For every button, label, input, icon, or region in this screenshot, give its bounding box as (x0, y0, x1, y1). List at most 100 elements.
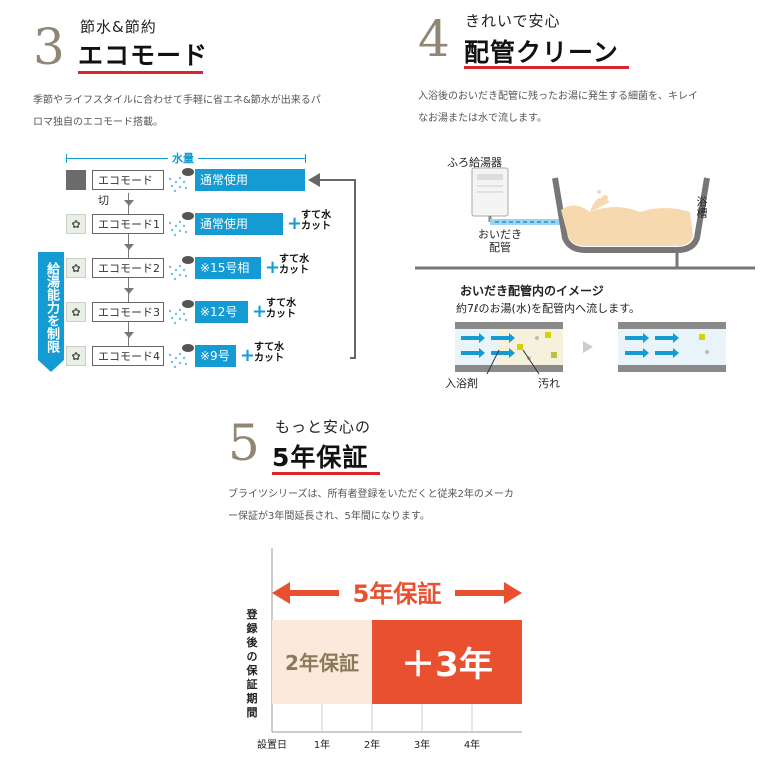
y-axis-label-char: の (247, 650, 258, 663)
section3-underline (78, 71, 203, 74)
plus-icon: + (287, 213, 303, 234)
section4-desc-line1: 入浴後のおいだき配管に残ったお湯に発生する細菌を、キレイ (418, 91, 698, 102)
x-tick-label: 2年 (364, 738, 380, 751)
water-amount-label: 水量 (168, 150, 198, 166)
warranty-segment-label-2: ＋3年 (401, 645, 493, 685)
section3-desc-line1: 季節やライフスタイルに合わせて手軽に省エネ&節水が出来るパ (33, 95, 321, 106)
shower-icon (168, 212, 194, 237)
flow-arrow (124, 332, 134, 338)
section5-number: 5 (228, 414, 260, 472)
warranty-title: 5年保証 (353, 580, 442, 608)
water-cut-line1: すて水 (279, 254, 310, 265)
side-label-text: 給湯能力を制限 (44, 261, 59, 353)
section5-desc-line2: ー保証が3年間延長され、5年間になります。 (228, 511, 430, 522)
section5-description: ブライツシリーズは、所有者登録をいただくと従来2年のメーカ ー保証が3年間延長さ… (228, 484, 568, 528)
section5-underline (272, 472, 380, 475)
water-cut-line2: カット (266, 309, 296, 320)
tub-label: 浴槽 (695, 196, 708, 218)
water-cut-label: すて水カット (279, 254, 309, 276)
section4-subtitle: きれいで安心 (465, 12, 561, 30)
pipe-image-title: おいだき配管内のイメージ (460, 284, 604, 298)
bath-illustration (415, 167, 755, 270)
x-tick-label: 設置日 (257, 738, 287, 751)
flow-arrow (124, 200, 134, 206)
shower-icon (168, 168, 194, 193)
plus-icon: + (265, 257, 281, 278)
pipe-image-desc: 約7ℓのお湯(水)を配管内へ流します。 (456, 302, 641, 315)
warranty-arrow-right (504, 582, 522, 604)
water-amount-tick-right (305, 154, 306, 163)
x-tick-label: 3年 (414, 738, 430, 751)
shower-icon (168, 256, 194, 281)
water-amount-tick-left (66, 154, 67, 163)
water-cut-line2: カット (279, 265, 309, 276)
y-axis-label-char: 録 (247, 621, 259, 635)
warranty-segment-1 (272, 620, 372, 704)
water-cut-line2: カット (301, 221, 331, 232)
section3-number: 3 (33, 18, 65, 76)
section3-subtitle: 節水&節約 (80, 18, 157, 36)
warranty-segment-2 (372, 620, 522, 704)
fan-icon: ✿ (66, 258, 86, 278)
plus-icon: + (252, 301, 268, 322)
shower-icon (168, 300, 194, 325)
water-cut-label: すて水カット (301, 210, 331, 232)
fan-icon: ✿ (66, 214, 86, 234)
water-cut-line2: カット (254, 353, 284, 364)
warranty-title-bg (339, 577, 455, 609)
section4-underline (464, 66, 629, 69)
return-arrow (308, 173, 356, 359)
section5-title: 5年保証 (272, 443, 369, 472)
fan-icon: ✿ (66, 302, 86, 322)
y-axis-label-char: 後 (247, 635, 259, 649)
water-cut-label: すて水カット (266, 298, 296, 320)
water-cut-line1: すて水 (254, 342, 285, 353)
water-amount-bar: 通常使用 (195, 213, 283, 235)
heater-label: ふろ給湯器 (447, 156, 502, 169)
eco-mode-label: エコモード切 (92, 170, 164, 207)
warranty-arrow-left (272, 582, 290, 604)
x-tick-label: 4年 (464, 738, 480, 751)
y-axis-label-char: 登 (246, 607, 259, 621)
pipe-cross-section (455, 322, 726, 375)
pipe-label-line2: 配管 (489, 241, 511, 254)
y-axis-label-char: 間 (247, 706, 258, 719)
water-amount-bar: ※15号相当 (195, 257, 261, 297)
bath-agent-label: 入浴剤 (445, 377, 478, 390)
eco-mode-label: エコモード4 (92, 346, 164, 366)
water-amount-bar: ※12号相当 (195, 301, 248, 341)
water-cut-line1: すて水 (301, 210, 332, 221)
plus-icon: + (240, 345, 256, 366)
flow-arrow (124, 244, 134, 250)
dirt-label: 汚れ (538, 377, 560, 390)
shower-icon (168, 344, 194, 369)
section3-desc-line2: ロマ独自のエコモード搭載。 (33, 117, 163, 128)
eco-mode-label: エコモード3 (92, 302, 164, 322)
section4-number: 4 (418, 10, 450, 68)
warranty-segment-label-1: 2年保証 (285, 651, 359, 675)
water-cut-label: すて水カット (254, 342, 284, 364)
water-amount-bar: ※9号相当 (195, 345, 236, 385)
section4-desc-line2: なお湯または水で流します。 (418, 113, 547, 124)
section3-description: 季節やライフスタイルに合わせて手軽に省エネ&節水が出来るパ ロマ独自のエコモード… (33, 90, 393, 134)
fan-icon: ✿ (66, 346, 86, 366)
section5-desc-line1: ブライツシリーズは、所有者登録をいただくと従来2年のメーカ (228, 489, 514, 500)
section3-title: エコモード (78, 41, 209, 70)
section4-title: 配管クリーン (464, 38, 619, 67)
eco-mode-label: エコモード1 (92, 214, 164, 234)
pipe-label: おいだき 配管 (478, 228, 522, 254)
flow-arrow (124, 288, 134, 294)
side-label-box (38, 252, 64, 360)
eco-mode-label: エコモード2 (92, 258, 164, 278)
section5-subtitle: もっと安心の (275, 418, 372, 436)
y-axis-label-char: 保 (246, 663, 259, 677)
section4-description: 入浴後のおいだき配管に残ったお湯に発生する細菌を、キレイ なお湯または水で流しま… (418, 86, 758, 130)
y-axis-label-char: 期 (247, 691, 258, 705)
pipe-label-line1: おいだき (478, 228, 522, 241)
water-cut-line1: すて水 (266, 298, 297, 309)
fan-icon (66, 170, 86, 190)
side-label-arrow (38, 360, 64, 372)
x-tick-label: 1年 (314, 738, 330, 751)
water-amount-bar: 通常使用 (195, 169, 305, 191)
